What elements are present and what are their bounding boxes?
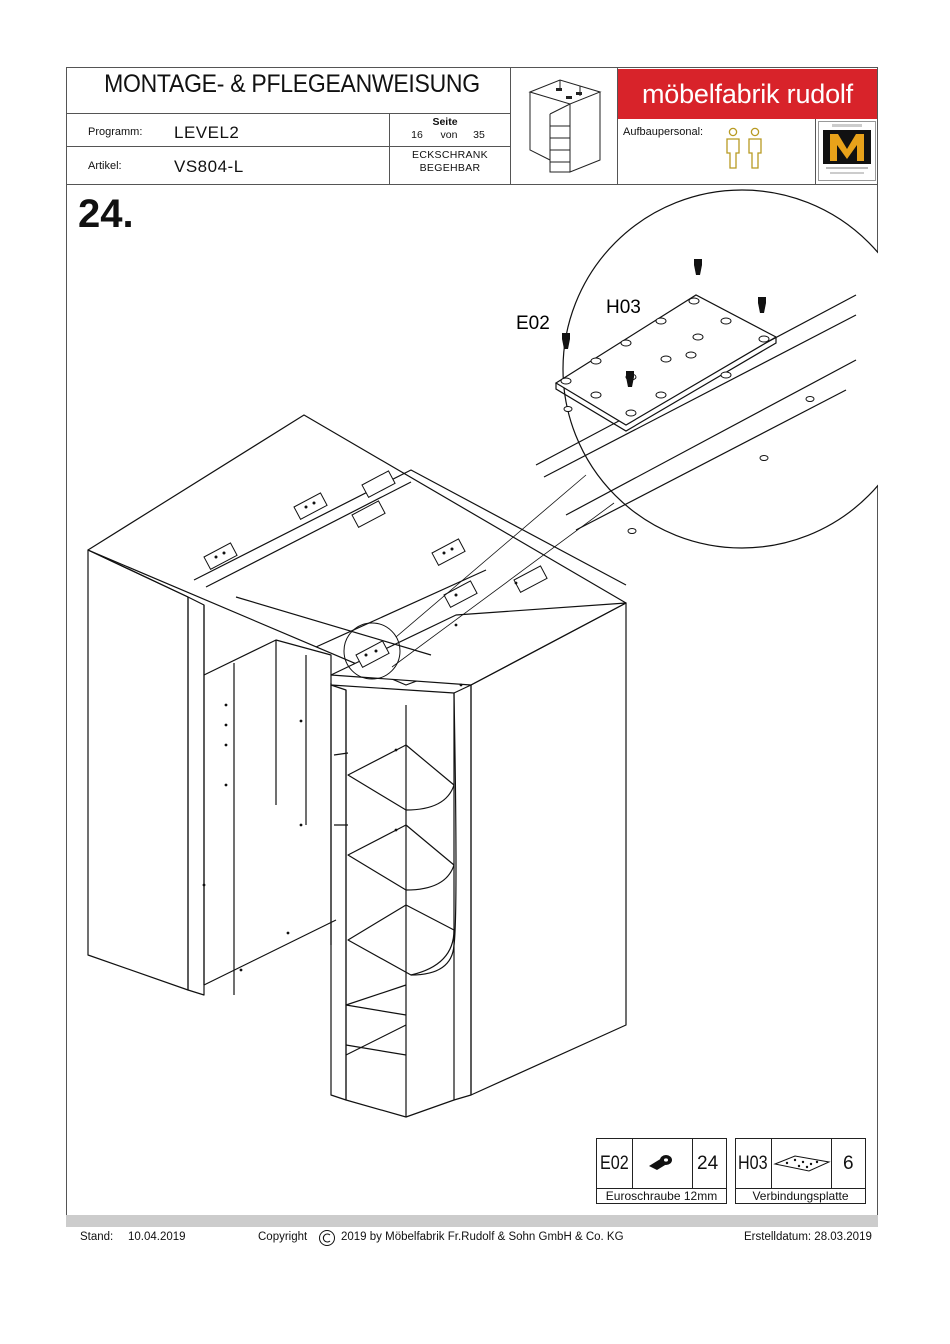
copyright-icon [319, 1230, 335, 1246]
header-col-line [389, 113, 390, 185]
part-divider [771, 1138, 772, 1188]
part-name-h03: Verbindungsplatte [752, 1189, 849, 1203]
programm-value: LEVEL2 [174, 123, 240, 142]
part-box-h03 [735, 1138, 866, 1204]
document-title: MONTAGE- & PFLEGEANWEISUNG [104, 70, 480, 98]
header-col-line [510, 67, 511, 185]
programm-label: Programm: [88, 126, 143, 138]
stand-label: Stand: [80, 1231, 114, 1243]
page-total: 35 [473, 129, 485, 141]
page-of: von [440, 129, 458, 141]
detail-label-screw: E02 [516, 313, 550, 334]
two-persons-icon [726, 127, 762, 169]
header-col-line [617, 67, 618, 185]
part-code-h03: H03 [738, 1153, 768, 1174]
header-row-line [66, 113, 510, 114]
part-name-e02: Euroschraube 12mm [605, 1189, 718, 1203]
stand-date: 10.04.2019 [128, 1231, 186, 1243]
header-divider [66, 184, 878, 186]
copyright-label: Copyright [258, 1231, 308, 1243]
header-row-line [66, 146, 510, 147]
product-line1: ECKSCHRANK [412, 149, 488, 161]
header-col-line [815, 119, 816, 185]
seite-label: Seite [432, 116, 458, 128]
part-qty-e02: 24 [697, 1153, 719, 1174]
screw-icon [649, 1155, 672, 1170]
assembly-illustration: E02 H03 [87, 189, 878, 1118]
part-divider [831, 1138, 832, 1188]
part-divider [735, 1188, 866, 1189]
step-number: 24. [78, 192, 134, 236]
product-thumbnail-icon [528, 79, 602, 173]
aufbau-label: Aufbaupersonal: [623, 126, 704, 138]
page-current: 16 [411, 129, 423, 141]
quality-seal-icon [818, 121, 876, 181]
part-box-e02 [596, 1138, 727, 1204]
part-divider [692, 1138, 693, 1188]
part-divider [596, 1188, 727, 1189]
plate-icon [773, 1155, 831, 1172]
artikel-value: VS804-L [174, 157, 244, 176]
product-line2: BEGEHBAR [419, 162, 481, 174]
part-divider [632, 1138, 633, 1188]
footer-bar [66, 1215, 878, 1227]
artikel-label: Artikel: [88, 160, 122, 172]
part-qty-h03: 6 [843, 1153, 854, 1174]
created-date: Erstelldatum: 28.03.2019 [744, 1231, 872, 1243]
part-code-e02: E02 [600, 1153, 629, 1174]
copyright-text: 2019 by Möbelfabrik Fr.Rudolf & Sohn Gmb… [341, 1231, 624, 1243]
detail-label-plate: H03 [606, 297, 641, 318]
brand-logo: möbelfabrik rudolf [618, 69, 877, 119]
